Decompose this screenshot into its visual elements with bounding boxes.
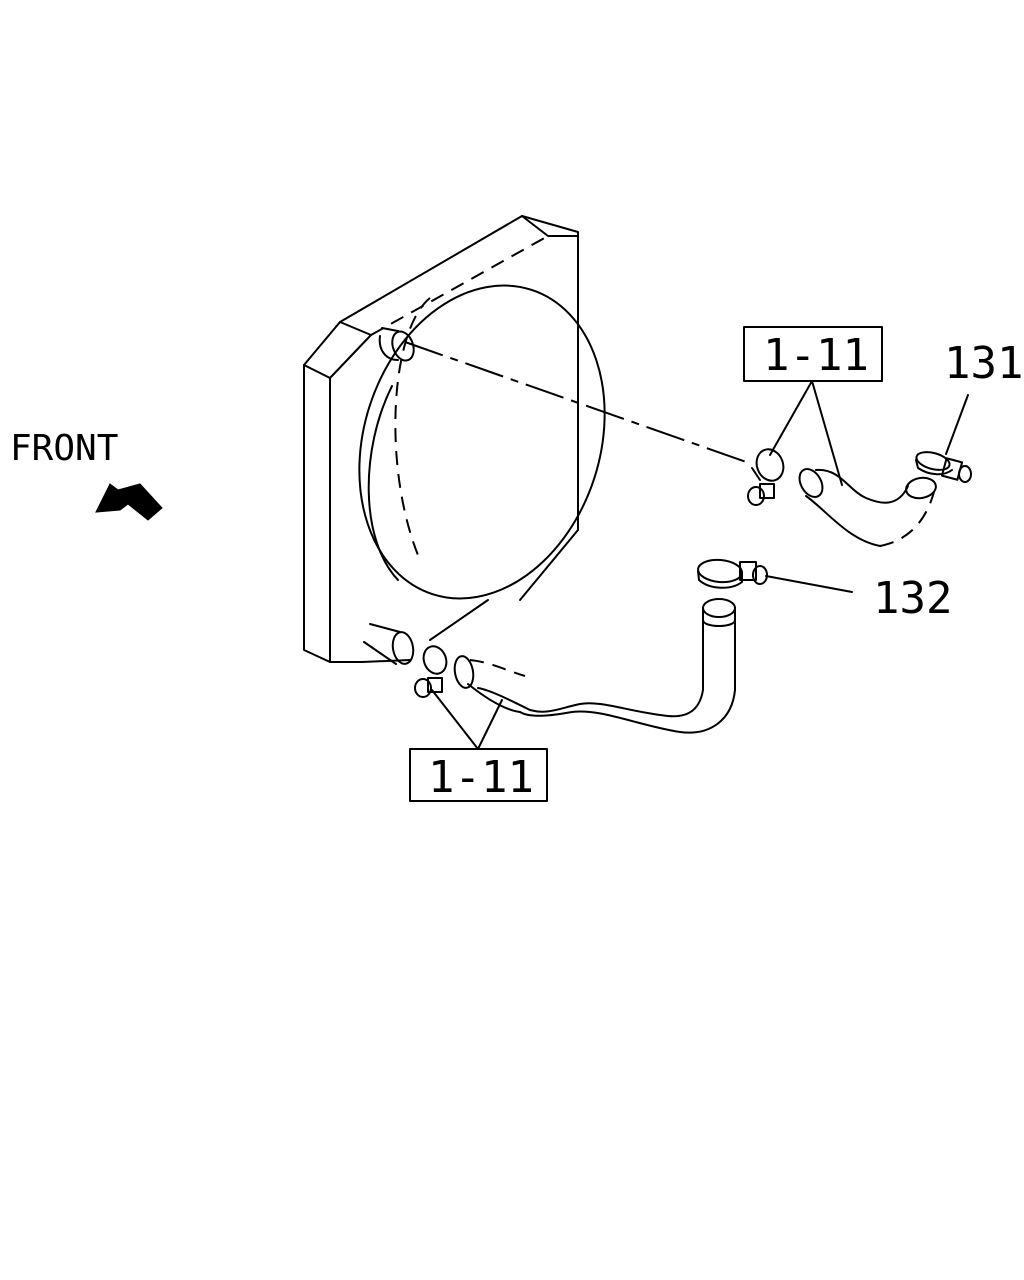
upper-inlet-pipe xyxy=(378,327,415,362)
front-label: FRONT xyxy=(10,428,118,469)
upper-radiator-hose xyxy=(798,468,937,547)
lower-hose-clamp xyxy=(414,645,448,698)
radiator-shroud xyxy=(303,215,579,663)
ref-label-lower: 1-11 xyxy=(428,752,534,803)
lower-radiator-hose xyxy=(453,598,736,734)
leader-lower-ref xyxy=(431,689,503,750)
leader-upper-ref xyxy=(769,380,843,486)
center-line-upper xyxy=(404,341,753,465)
ref-label-upper: 1-11 xyxy=(763,330,869,381)
leader-132 xyxy=(765,575,853,593)
front-direction-arrow-icon xyxy=(95,483,163,521)
part-number-131: 131 xyxy=(944,338,1023,389)
part-132-clamp xyxy=(697,558,768,589)
lower-outlet-pipe xyxy=(363,623,415,665)
part-131-clamp xyxy=(915,451,972,483)
leader-131 xyxy=(945,394,969,455)
upper-hose-clamp xyxy=(747,448,785,506)
part-number-132: 132 xyxy=(873,573,952,624)
fan-disc xyxy=(358,284,606,600)
